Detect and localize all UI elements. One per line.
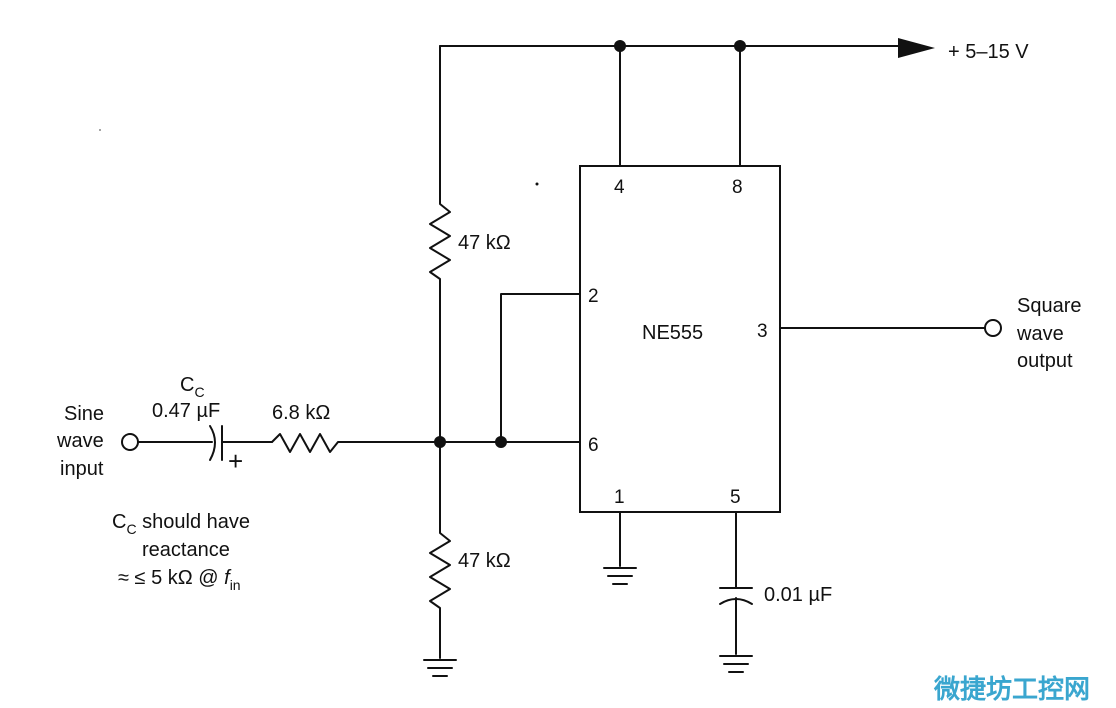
- chip-name: NE555: [642, 322, 703, 344]
- coupling-cap-value: 0.47 µF: [152, 400, 220, 422]
- pin2-wire: [500, 293, 581, 443]
- ground-symbol-left: [423, 659, 457, 677]
- junction-dot-pin2-6: [495, 436, 507, 448]
- svg-text:wave: wave: [1016, 323, 1064, 345]
- svg-text:reactance: reactance: [142, 539, 230, 561]
- series-resistor: [271, 433, 441, 453]
- svg-text:Sine: Sine: [64, 403, 104, 425]
- bottom-resistor: 47 kΩ: [429, 441, 511, 659]
- bypass-capacitor: 0.01 µF: [719, 511, 832, 673]
- coupling-cap-curved-plate: [209, 425, 216, 461]
- input-label: Sine wave input: [56, 403, 104, 480]
- pin-label-3: 3: [757, 321, 768, 342]
- input-network: + 6.8 kΩ CC 0.47 µF: [121, 374, 441, 476]
- svg-text:input: input: [60, 458, 104, 480]
- coupling-cap-polarity: +: [228, 446, 243, 476]
- pin-label-1: 1: [614, 487, 625, 508]
- bottom-resistor-value: 47 kΩ: [458, 550, 511, 572]
- svg-text:wave: wave: [56, 430, 104, 452]
- output-network: Square wave output: [779, 295, 1082, 372]
- reactance-note: CC should have reactance ≈ ≤ 5 kΩ @ fin: [112, 511, 250, 593]
- supply-voltage-label: + 5–15 V: [948, 41, 1029, 63]
- pin-label-8: 8: [732, 177, 743, 198]
- bypass-cap-value: 0.01 µF: [764, 584, 832, 606]
- supply-rail: + 5–15 V: [439, 38, 1029, 63]
- pin-label-5: 5: [730, 487, 741, 508]
- svg-text:Square: Square: [1017, 295, 1082, 317]
- top-resistor: 47 kΩ: [429, 45, 511, 443]
- series-resistor-value: 6.8 kΩ: [272, 402, 330, 424]
- coupling-cap-name: CC: [180, 374, 205, 400]
- svg-text:≈ ≤ 5 kΩ @ fin: ≈ ≤ 5 kΩ @ fin: [118, 567, 241, 593]
- pin-label-6: 6: [588, 435, 599, 456]
- pin-label-4: 4: [614, 177, 625, 198]
- ne555-chip: NE555 4 8 2 3 6 1 5: [579, 165, 781, 513]
- top-resistor-value: 47 kΩ: [458, 232, 511, 254]
- input-terminal: [121, 433, 139, 451]
- watermark: 微捷坊工控网: [933, 674, 1090, 705]
- svg-text:output: output: [1017, 350, 1073, 372]
- output-terminal: [984, 319, 1002, 337]
- supply-arrow: [898, 38, 935, 58]
- pin-label-2: 2: [588, 286, 599, 307]
- svg-text:CC should have: CC should have: [112, 511, 250, 537]
- ground-symbol-pin1: [603, 511, 637, 585]
